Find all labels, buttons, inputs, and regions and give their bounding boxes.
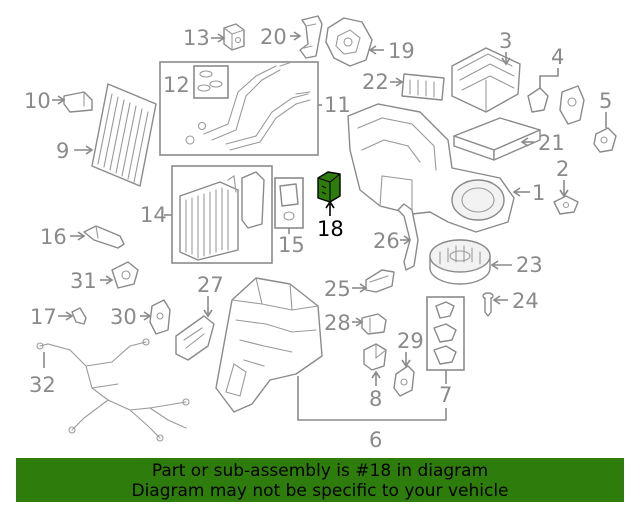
banner-line-1: Part or sub-assembly is #18 in diagram	[151, 461, 489, 481]
part-27-vent[interactable]	[175, 315, 215, 361]
callout-29[interactable]: 29	[397, 329, 424, 353]
part-9-heater-core[interactable]	[91, 83, 157, 187]
part-7-fasteners[interactable]	[433, 301, 457, 365]
callout-25[interactable]: 25	[324, 277, 351, 301]
part-11-coolant-hoses[interactable]	[185, 61, 311, 151]
callout-8[interactable]: 8	[369, 387, 382, 411]
part-8-mount[interactable]	[363, 343, 387, 371]
callout-12[interactable]: 12	[163, 73, 190, 97]
callout-4[interactable]: 4	[551, 45, 564, 69]
frame-11	[159, 61, 319, 156]
part-25-duct[interactable]	[365, 269, 395, 293]
part-24-screw[interactable]	[482, 292, 494, 317]
callout-26[interactable]: 26	[373, 229, 400, 253]
part-12-o-rings[interactable]	[197, 70, 223, 92]
callout-17[interactable]: 17	[30, 305, 57, 329]
callout-22[interactable]: 22	[362, 70, 389, 94]
banner-line-2: Diagram may not be specific to your vehi…	[131, 481, 509, 501]
callout-27[interactable]: 27	[197, 273, 224, 297]
frame-12	[193, 65, 229, 99]
part-10-bracket[interactable]	[63, 91, 93, 113]
callout-3[interactable]: 3	[499, 29, 512, 53]
part-4-actuators[interactable]	[527, 85, 585, 125]
part-28-clip[interactable]	[361, 313, 387, 335]
callout-20[interactable]: 20	[260, 25, 287, 49]
part-20-bracket[interactable]	[299, 15, 323, 59]
part-16-sensor-probe[interactable]	[83, 225, 125, 249]
callout-2[interactable]: 2	[556, 157, 569, 181]
part-22-vent-strip[interactable]	[401, 73, 445, 101]
part-5-sensor[interactable]	[593, 127, 617, 153]
callout-15[interactable]: 15	[278, 233, 305, 257]
part-26-rod[interactable]	[397, 203, 419, 271]
part-31-motor[interactable]	[111, 261, 139, 289]
callout-5[interactable]: 5	[599, 89, 612, 113]
callout-30[interactable]: 30	[110, 305, 137, 329]
part-15-expansion-valve[interactable]	[279, 183, 299, 221]
callout-16[interactable]: 16	[40, 225, 67, 249]
part-14-evaporator[interactable]	[179, 171, 265, 261]
leader-6	[297, 376, 447, 421]
callout-13[interactable]: 13	[183, 26, 210, 50]
part-29-actuator[interactable]	[393, 365, 415, 397]
callout-18[interactable]: 18	[317, 217, 344, 241]
callout-24[interactable]: 24	[512, 289, 539, 313]
callout-14[interactable]: 14	[140, 203, 167, 227]
part-32-wiring-harness[interactable]	[36, 338, 190, 442]
part-18-highlighted[interactable]	[317, 171, 341, 203]
callout-28[interactable]: 28	[324, 311, 351, 335]
callout-19[interactable]: 19	[388, 39, 415, 63]
callout-9[interactable]: 9	[56, 139, 69, 163]
callout-10[interactable]: 10	[24, 89, 51, 113]
part-30-bracket[interactable]	[149, 299, 171, 335]
part-1-blower-housing[interactable]	[347, 103, 515, 233]
callout-6[interactable]: 6	[369, 428, 382, 452]
callout-11[interactable]: 11	[324, 93, 351, 117]
part-17-clip[interactable]	[71, 307, 87, 325]
parts-diagram: 13 20 19 3 4 5 22	[24, 15, 617, 452]
callout-31[interactable]: 31	[70, 269, 97, 293]
part-13-clip[interactable]	[223, 23, 245, 51]
callout-1[interactable]: 1	[532, 181, 545, 205]
info-banner: Part or sub-assembly is #18 in diagram D…	[16, 458, 624, 502]
part-19-flap-plate[interactable]	[325, 17, 373, 67]
leader-4	[539, 68, 559, 88]
part-2-small-actuator[interactable]	[553, 195, 579, 215]
callout-23[interactable]: 23	[516, 253, 543, 277]
part-21-cabin-filter[interactable]	[453, 117, 541, 161]
part-23-blower-motor[interactable]	[429, 239, 491, 285]
part-3-upper-housing[interactable]	[451, 47, 521, 113]
part-6-lower-housing[interactable]	[215, 277, 323, 413]
callout-21[interactable]: 21	[538, 131, 565, 155]
callout-32[interactable]: 32	[29, 373, 56, 397]
callout-7[interactable]: 7	[439, 383, 452, 407]
